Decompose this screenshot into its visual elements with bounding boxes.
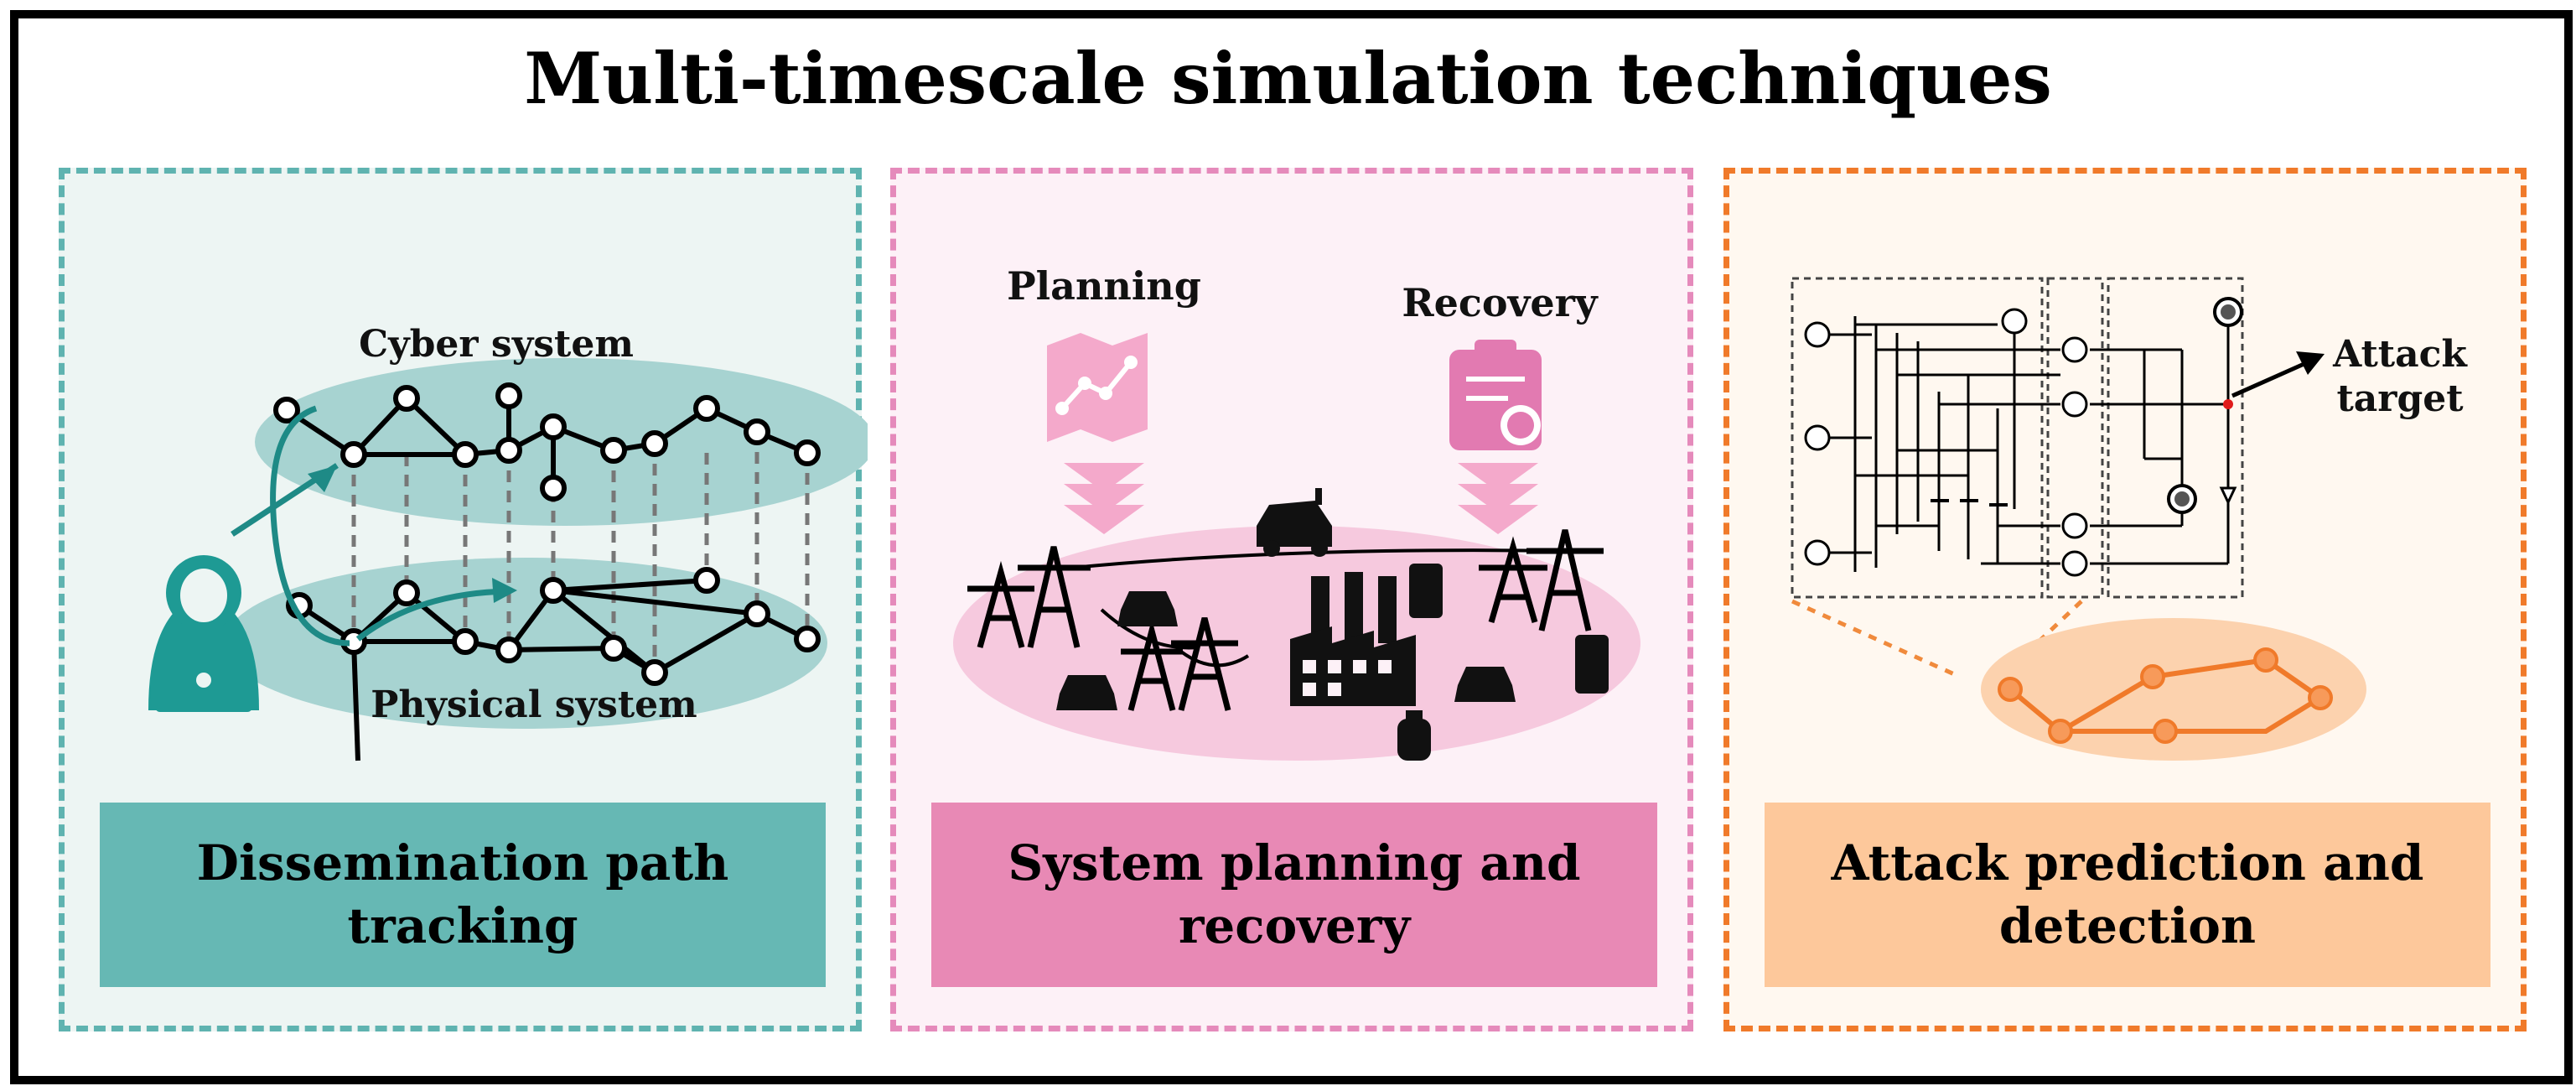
physical-system-label: Physical system: [371, 683, 697, 726]
clipboard-icon: [1449, 340, 1542, 450]
diagram-title: Multi-timescale simulation techniques: [524, 37, 2052, 120]
planning-label: Planning: [1007, 263, 1201, 309]
recovery-arrow: [1458, 463, 1538, 534]
attack-target-label-2: target: [2336, 377, 2464, 420]
power-source-icon: [1804, 308, 2088, 577]
panel-attack: Attack target Attack prediction and dete…: [1723, 168, 2527, 1031]
car-icon: [1056, 591, 1516, 710]
cyber-physical-network: Cyber system Physical system: [148, 323, 868, 761]
factory-icon: [1290, 572, 1416, 706]
hacker-icon: [148, 555, 259, 712]
caption-attack: Attack prediction and detection: [1765, 803, 2490, 987]
recovery-label: Recovery: [1402, 280, 1598, 325]
cyber-system-label: Cyber system: [359, 323, 634, 366]
map-icon: [1047, 333, 1148, 442]
attack-target-label: Attack: [2332, 333, 2468, 376]
caption-planning: System planning and recovery: [931, 803, 1657, 987]
transmission-tower-icon: [967, 529, 1604, 711]
network-nodes: [1998, 647, 2333, 744]
panel-dissemination: Cyber system Physical system Disseminati…: [59, 168, 868, 1031]
gas-tank-icon: [1397, 710, 1431, 761]
physical-layer: [224, 558, 827, 729]
power-system-scene: Planning Recovery: [953, 263, 1640, 761]
charging-station-icon: [1409, 564, 1609, 694]
vehicle-icon: [1257, 488, 1332, 557]
circuit-and-network: Attack target: [1791, 277, 2468, 761]
planning-arrow: [1064, 463, 1144, 534]
attack-target-node: [2223, 399, 2233, 409]
caption-dissemination: Dissemination path tracking: [100, 803, 826, 987]
panel-planning: Planning Recovery: [890, 168, 1693, 1031]
